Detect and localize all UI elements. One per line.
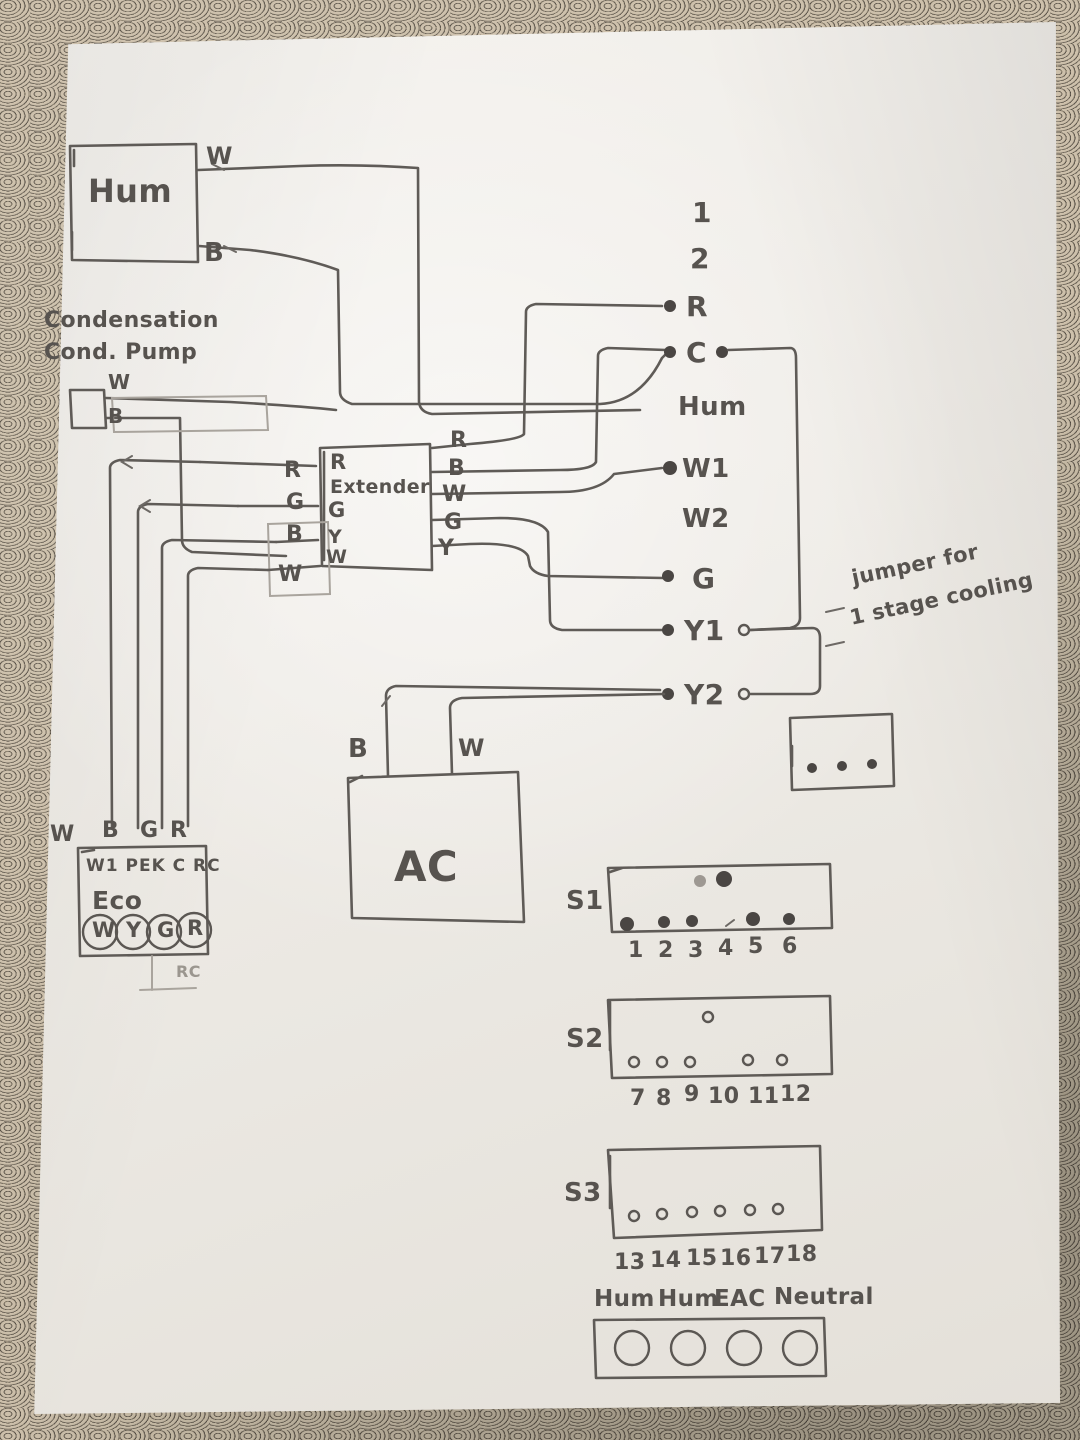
terminal-label-r[interactable]: R: [686, 290, 708, 323]
strip-S3-number-16: 16: [720, 1246, 752, 1271]
humidifier-wire-b-label: B: [204, 238, 225, 268]
wires-extender-outputs: [430, 302, 668, 632]
extender-left-terminal-r: R: [330, 450, 347, 474]
wire-pump-w: [104, 396, 338, 412]
strip-S1-label: S1: [566, 886, 604, 916]
humidifier-box: [68, 142, 200, 264]
ac-wire-b-label: B: [348, 734, 369, 764]
pump-wire-b-label: B: [108, 404, 124, 428]
ac-box: [346, 770, 526, 924]
terminal-label-y2[interactable]: Y2: [684, 678, 725, 711]
extender-left-terminal-y: Y: [328, 526, 343, 548]
strip-S2-number-8: 8: [656, 1086, 672, 1111]
wire-hum-w: [196, 163, 642, 416]
extender-output-label-r: R: [450, 428, 468, 453]
accessory-label-eac: EAC: [714, 1286, 766, 1312]
extender-output-label-b: B: [448, 456, 466, 481]
terminal-label-1[interactable]: 1: [692, 196, 712, 229]
accessory-strip-box: [592, 1316, 828, 1380]
extender-input-label-r: R: [284, 458, 302, 483]
pump-wire-w-label: W: [108, 370, 131, 394]
extender-output-label-w: W: [442, 482, 467, 507]
strip-S2-number-10: 10: [708, 1084, 740, 1109]
terminal-label-w1[interactable]: W1: [682, 454, 730, 484]
wires-extender-inputs: [120, 455, 322, 572]
wire-hum-b: [197, 244, 670, 406]
wire-pump-b: [104, 416, 288, 558]
erased-rectangle-pump: [110, 394, 270, 434]
terminal-label-hum[interactable]: Hum: [678, 392, 747, 422]
wire-ac-b: [381, 684, 662, 778]
strip-S1-box: [606, 862, 834, 934]
extender-output-label-y: Y: [438, 536, 455, 561]
condensation-pump-box: [68, 388, 108, 430]
thermostat-socket-r[interactable]: R: [187, 916, 204, 940]
terminal-label-y1[interactable]: Y1: [684, 614, 725, 647]
extender-input-label-w: W: [278, 562, 303, 587]
strip-S2-box: [606, 994, 834, 1080]
strip-S1-number-2: 2: [658, 938, 674, 963]
strip-S1-number-5: 5: [748, 934, 764, 959]
strip-S2-number-11: 11: [748, 1084, 780, 1109]
strip-S3-number-13: 13: [614, 1250, 646, 1275]
terminal-label-w2[interactable]: W2: [682, 504, 730, 534]
thermostat-socket-y[interactable]: Y: [126, 918, 142, 942]
strip-S1-number-6: 6: [782, 934, 798, 959]
strip-S3-number-14: 14: [650, 1248, 682, 1273]
jumper-leader: [825, 607, 845, 647]
ac-label: AC: [394, 842, 459, 891]
humidifier-label: Hum: [88, 172, 173, 210]
extender-box: [318, 442, 434, 572]
wire-bus-thermostat: [108, 458, 278, 830]
condensation-title-line2: Cond. Pump: [44, 340, 198, 365]
accessory-label-neutral: Neutral: [774, 1284, 874, 1310]
thermostat-footnote-rc: RC: [176, 962, 201, 981]
jumper-y1-y2: [748, 626, 822, 696]
terminal-dots: [662, 300, 751, 701]
extender-input-label-b: B: [286, 522, 304, 547]
strip-S3-number-17: 17: [754, 1244, 786, 1269]
wire-c-to-y1: [726, 346, 802, 632]
extender-output-label-g: G: [444, 510, 463, 535]
strip-S3-label: S3: [564, 1178, 602, 1208]
strip-S2-label: S2: [566, 1024, 604, 1054]
strip-S2-number-12: 12: [780, 1082, 812, 1107]
thermostat-sockets: [81, 911, 213, 951]
strip-S3-number-15: 15: [686, 1246, 718, 1271]
thermostat-wire-label-r: R: [170, 818, 188, 843]
thermostat-wire-label-b: B: [102, 818, 120, 843]
condensation-title-line1: Condensation: [44, 308, 219, 333]
terminal-label-2[interactable]: 2: [690, 242, 710, 275]
strip-S1-number-3: 3: [688, 938, 704, 963]
ac-wire-w-label: W: [458, 734, 485, 762]
strip-S2-number-9: 9: [684, 1082, 700, 1107]
wire-ac-w: [448, 692, 666, 776]
thermostat-socket-g[interactable]: G: [157, 918, 175, 942]
thermostat-wire-label-w: W: [50, 822, 75, 847]
terminal-label-g[interactable]: G: [692, 562, 716, 595]
extender-left-terminal-g: G: [328, 498, 346, 522]
extender-label: Extender: [330, 476, 430, 498]
thermostat-terminal-header: W1 PEK C RC: [86, 856, 221, 876]
humidifier-wire-w-label: W: [206, 142, 233, 170]
thermostat-brand-label: Eco: [92, 886, 143, 915]
paper-sheet: [34, 22, 1060, 1414]
thermostat-socket-w[interactable]: W: [92, 918, 116, 942]
strip-S3-box: [606, 1144, 824, 1240]
extender-input-label-g: G: [286, 490, 305, 515]
accessory-label-hum-1: Hum: [594, 1286, 655, 1312]
thermostat-box: [76, 844, 210, 991]
strip-S3-number-18: 18: [786, 1242, 818, 1267]
strip-S1-number-1: 1: [628, 938, 644, 963]
strip-S1-number-4: 4: [718, 936, 734, 961]
erased-rectangle-extender: [266, 520, 332, 598]
accessory-label-hum-2: Hum: [658, 1286, 719, 1312]
small-three-pin-box: [788, 712, 896, 792]
extender-left-terminal-w: W: [326, 546, 348, 568]
terminal-label-c[interactable]: C: [686, 336, 707, 369]
strip-S2-number-7: 7: [630, 1086, 646, 1111]
thermostat-wire-label-g: G: [140, 818, 159, 843]
